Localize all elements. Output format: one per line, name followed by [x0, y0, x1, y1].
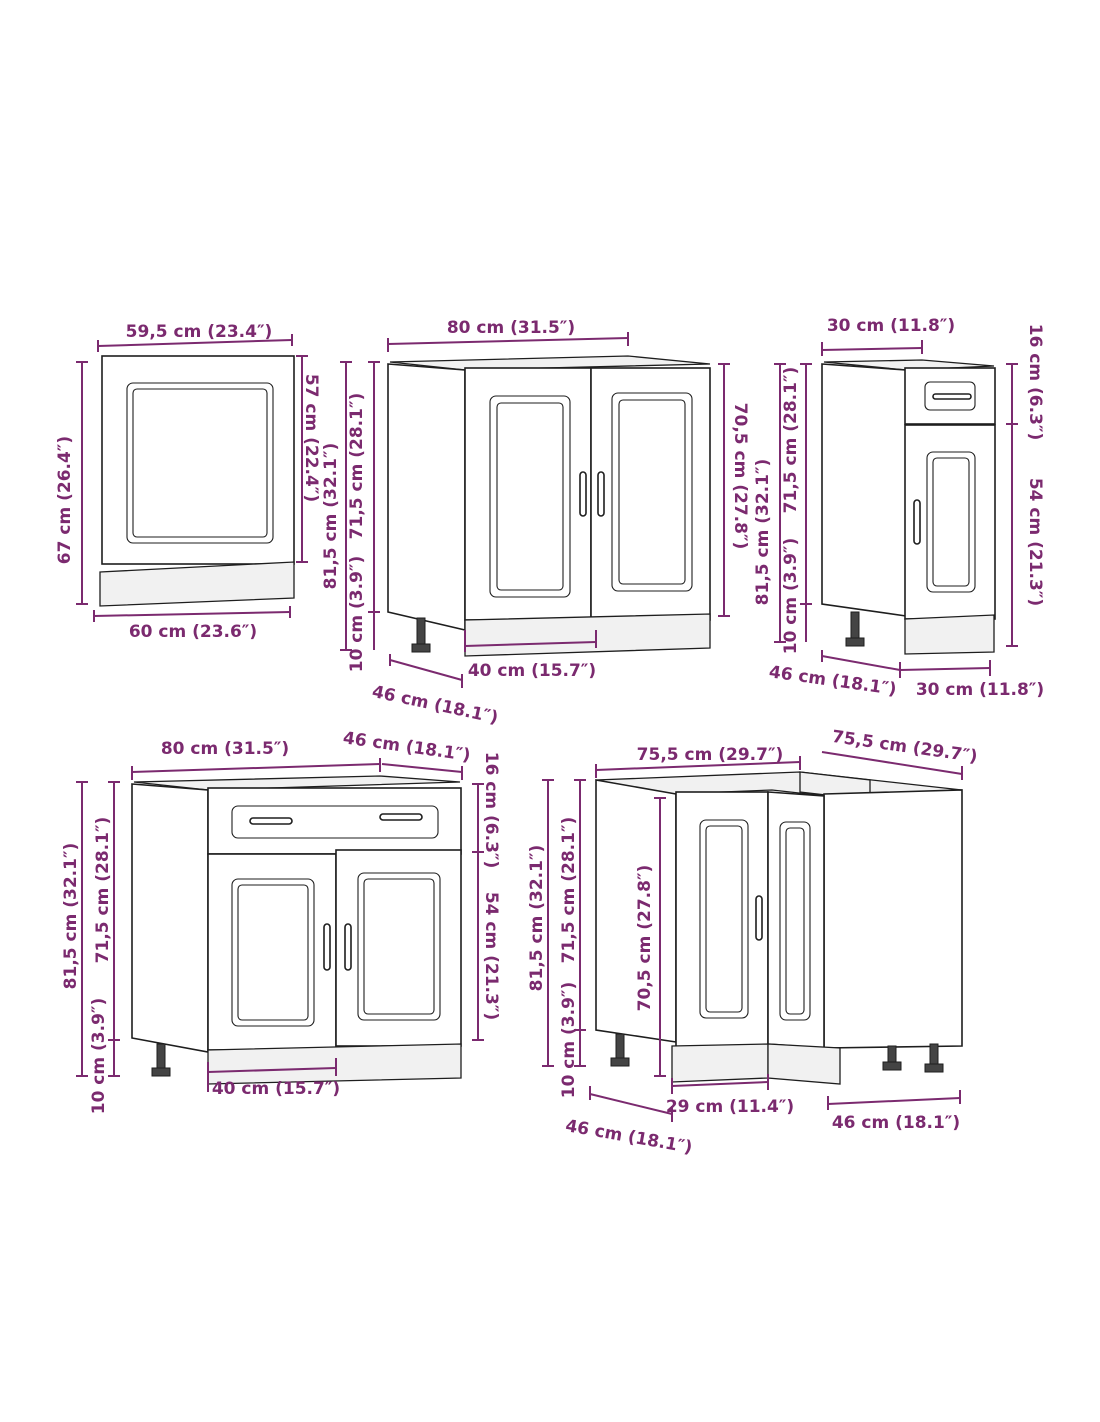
corner-door	[675, 791, 769, 1049]
corner-depth-left-label: 46 cm (18.1″)	[564, 1116, 694, 1158]
corner-plinth-left	[671, 1043, 769, 1083]
sink-handle-right	[597, 471, 605, 517]
oven-panel-frame	[126, 382, 274, 544]
corner-total-height-label: 81,5 cm (32.1″)	[527, 845, 547, 992]
oven-opening-label: 57 cm (22.4″)	[301, 374, 321, 502]
drawer-depth-label: 46 cm (18.1″)	[342, 728, 472, 766]
corner-door-width-label: 29 cm (11.4″)	[666, 1097, 794, 1117]
sink-cabinet: 80 cm (31.5″) 70,5 cm (27.8″) 81,5 cm (3…	[321, 318, 750, 728]
corner-door-handle	[755, 895, 763, 941]
corner-cabinet: 75,5 cm (29.7″) 75,5 cm (29.7″) 81,5 cm …	[527, 727, 979, 1158]
narrow-width-label: 30 cm (11.8″)	[827, 316, 955, 336]
corner-plinth-right	[767, 1043, 841, 1085]
sink-total-height-label: 81,5 cm (32.1″)	[321, 443, 341, 590]
sink-door-left	[464, 367, 592, 621]
narrow-door-handle	[913, 499, 921, 545]
sink-body-height-label: 71,5 cm (28.1″)	[347, 393, 367, 540]
drawer-cabinet: 80 cm (31.5″) 46 cm (18.1″) 16 cm (6.3″)…	[61, 728, 501, 1114]
sink-cabinet-side	[387, 363, 466, 632]
oven-top-width-line	[97, 339, 293, 347]
narrow-leg-height-label: 10 cm (3.9″)	[781, 538, 801, 655]
drawer-plinth	[207, 1043, 462, 1085]
oven-height-label: 67 cm (26.4″)	[55, 436, 75, 564]
corner-width-left-label: 75,5 cm (29.7″)	[637, 745, 784, 765]
drawer-width-label: 80 cm (31.5″)	[161, 739, 289, 759]
oven-plinth	[99, 561, 295, 607]
drawer-cabinet-door-left	[207, 853, 337, 1051]
drawer-door-width-label: 40 cm (15.7″)	[212, 1079, 340, 1099]
sink-handle-left	[579, 471, 587, 517]
sink-leg-height-label: 10 cm (3.9″)	[347, 556, 367, 673]
corner-body-height-label: 71,5 cm (28.1″)	[559, 817, 579, 964]
sink-door-height-label: 70,5 cm (27.8″)	[730, 403, 750, 550]
sink-door-right	[590, 367, 711, 621]
drawer-leg-height-label: 10 cm (3.9″)	[89, 998, 109, 1115]
drawer-front	[207, 787, 462, 855]
narrow-total-height-label: 81,5 cm (32.1″)	[753, 459, 773, 606]
narrow-cabinet: 30 cm (11.8″) 16 cm (6.3″) 54 cm (21.3″)…	[753, 316, 1045, 700]
sink-depth-label: 46 cm (18.1″)	[370, 682, 500, 728]
narrow-bottom-width-label: 30 cm (11.8″)	[916, 680, 1044, 700]
drawer-drawer-height-label: 16 cm (6.3″)	[481, 752, 501, 869]
corner-right-side	[823, 789, 963, 1049]
oven-panel-inner	[132, 388, 268, 538]
sink-width-label: 80 cm (31.5″)	[447, 318, 575, 338]
oven-panel	[101, 355, 295, 565]
narrow-door-height-label: 54 cm (21.3″)	[1025, 478, 1045, 606]
oven-bottom-width-line	[93, 611, 291, 617]
drawer-body-height-label: 71,5 cm (28.1″)	[93, 817, 113, 964]
sink-plinth	[464, 613, 711, 657]
corner-leg-height-label: 10 cm (3.9″)	[559, 982, 579, 1099]
narrow-drawer-handle	[932, 393, 972, 400]
narrow-drawer-height-label: 16 cm (6.3″)	[1025, 324, 1045, 441]
drawer-handle-left	[249, 817, 293, 825]
oven-bottom-width-label: 60 cm (23.6″)	[129, 622, 257, 642]
narrow-body-height-label: 71,5 cm (28.1″)	[781, 367, 801, 514]
corner-depth-right-label: 46 cm (18.1″)	[832, 1113, 960, 1133]
narrow-depth-label: 46 cm (18.1″)	[768, 662, 898, 700]
corner-door-height-label: 70,5 cm (27.8″)	[635, 865, 655, 1012]
sink-leg	[416, 617, 426, 647]
oven-cabinet: 59,5 cm (23.4″) 60 cm (23.6″) 67 cm (26.…	[55, 322, 321, 642]
drawer-handle-right	[379, 813, 423, 821]
narrow-side	[821, 363, 907, 617]
drawer-door-height-label: 54 cm (21.3″)	[481, 892, 501, 1020]
corner-door-hinged	[767, 791, 825, 1049]
oven-top-width-label: 59,5 cm (23.4″)	[126, 322, 273, 342]
sink-door-width-label: 40 cm (15.7″)	[468, 661, 596, 681]
corner-width-right-label: 75,5 cm (29.7″)	[831, 727, 979, 767]
drawer-total-height-label: 81,5 cm (32.1″)	[61, 843, 81, 990]
drawer-cabinet-side	[131, 783, 209, 1053]
narrow-plinth	[904, 614, 995, 655]
